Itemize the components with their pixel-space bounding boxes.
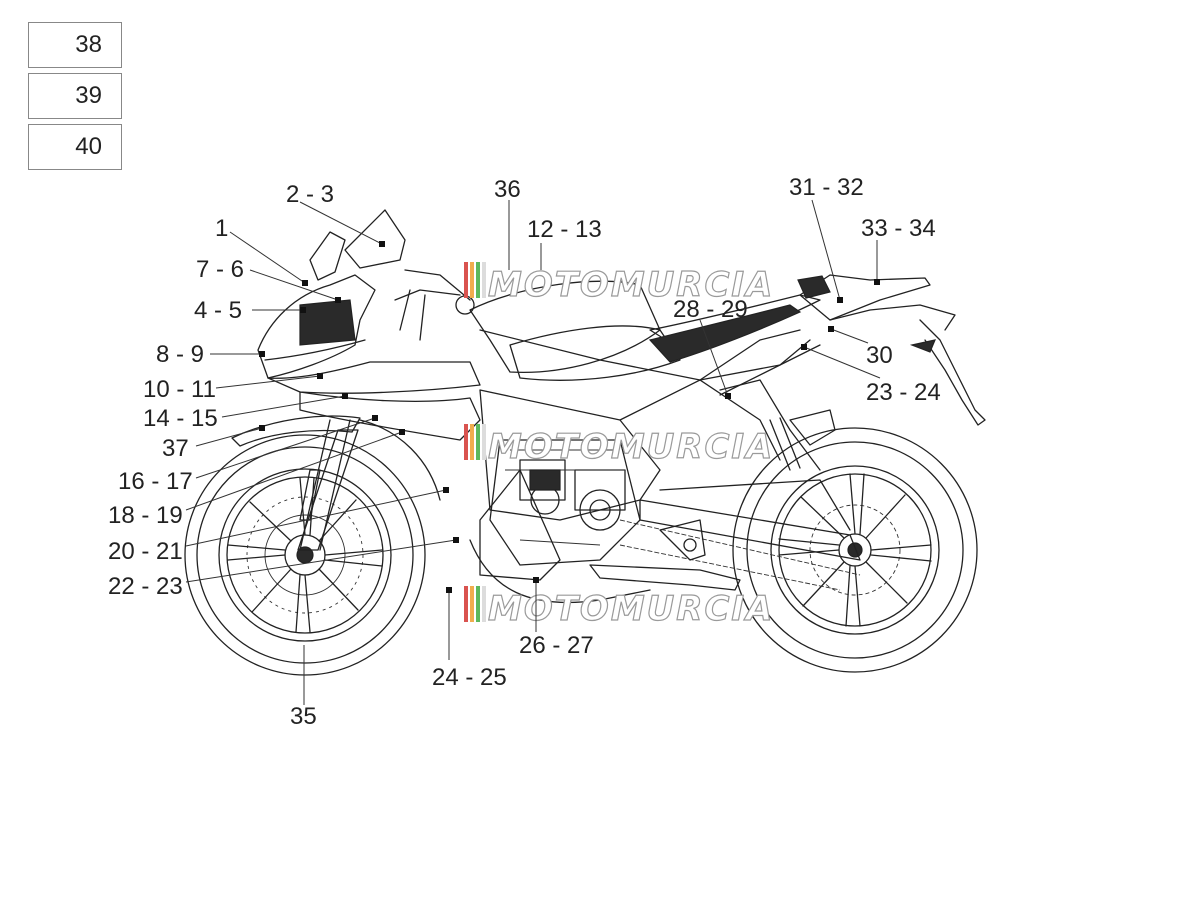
watermark-text: MOTOMURCIA	[488, 265, 774, 305]
marker-dots	[259, 241, 880, 593]
marker	[372, 415, 378, 421]
reference-box-40: 40	[28, 124, 122, 170]
marker	[801, 344, 807, 350]
marker	[335, 297, 341, 303]
marker	[300, 307, 306, 313]
marker	[259, 425, 265, 431]
callout-4-5: 4 - 5	[194, 297, 242, 324]
callout-8-9: 8 - 9	[156, 341, 204, 368]
callout-1: 1	[215, 215, 228, 242]
watermark-bottom: MOTOMURCIA	[464, 586, 774, 630]
marker	[399, 429, 405, 435]
callout-10-11: 10 - 11	[143, 376, 216, 403]
callout-16-17: 16 - 17	[118, 468, 193, 495]
reference-box-39: 39	[28, 73, 122, 119]
marker	[533, 577, 539, 583]
watermark-top: MOTOMURCIA	[464, 262, 774, 306]
marker	[443, 487, 449, 493]
marker	[874, 279, 880, 285]
watermark-middle: MOTOMURCIA	[464, 424, 774, 468]
callout-18-19: 18 - 19	[108, 502, 183, 529]
callout-36: 36	[494, 176, 521, 203]
callout-labels: 1 2 - 3 7 - 6 4 - 5 8 - 9 10 - 11 14 - 1…	[108, 174, 941, 730]
engine	[489, 439, 641, 566]
marker	[379, 241, 385, 247]
marker	[259, 351, 265, 357]
marker	[837, 297, 843, 303]
motorcycle-drawing	[184, 209, 986, 676]
callout-26-27: 26 - 27	[519, 632, 594, 659]
marker	[342, 393, 348, 399]
marker	[302, 280, 308, 286]
callout-35: 35	[290, 703, 317, 730]
rear-wheel	[732, 427, 978, 673]
callout-7-6: 7 - 6	[196, 256, 244, 283]
callout-2-3: 2 - 3	[286, 181, 334, 208]
marker	[446, 587, 452, 593]
callout-20-21: 20 - 21	[108, 538, 183, 565]
watermark-text: MOTOMURCIA	[488, 589, 774, 629]
front-wheel	[184, 434, 426, 676]
callout-14-15: 14 - 15	[143, 405, 218, 432]
callout-28-29: 28 - 29	[673, 296, 748, 323]
callout-12-13: 12 - 13	[527, 216, 602, 243]
callout-33-34: 33 - 34	[861, 215, 936, 242]
marker	[317, 373, 323, 379]
leader-lines	[185, 199, 881, 705]
marker	[725, 393, 731, 399]
callout-31-32: 31 - 32	[789, 174, 864, 201]
callout-37: 37	[162, 435, 189, 462]
callout-23-24: 23 - 24	[866, 379, 941, 406]
callout-22-23: 22 - 23	[108, 573, 183, 600]
reference-box-38: 38	[28, 22, 122, 68]
marker	[828, 326, 834, 332]
watermark-text: MOTOMURCIA	[488, 427, 774, 467]
callout-24-25: 24 - 25	[432, 664, 507, 691]
callout-30: 30	[866, 342, 893, 369]
marker	[453, 537, 459, 543]
